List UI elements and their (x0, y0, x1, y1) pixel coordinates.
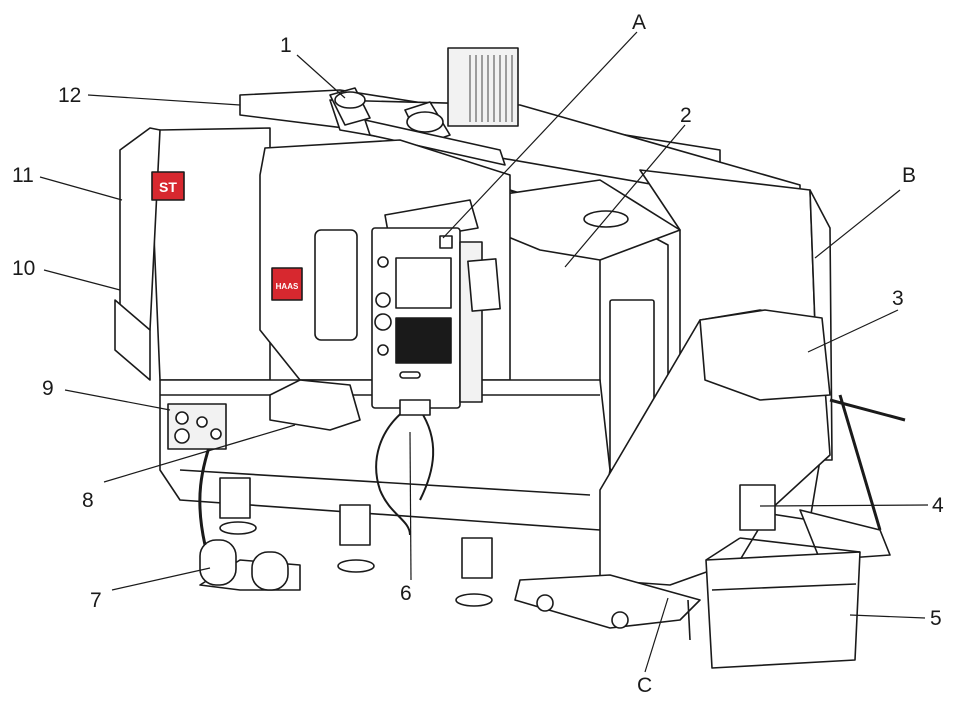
work-light-right (404, 101, 451, 146)
air-gun-holder (399, 399, 431, 416)
left-side-panel (119, 127, 161, 331)
foot-pedals (199, 539, 301, 591)
st-logo-text: ST (159, 179, 177, 195)
beacon-light (439, 235, 453, 249)
conveyor-hood (699, 309, 831, 401)
cooling-unit (447, 47, 519, 127)
callout-1: 1 (280, 34, 292, 57)
left-end-cap (114, 299, 151, 381)
haas-logo-text: HAAS (276, 282, 299, 291)
callout-9: 9 (42, 377, 54, 400)
left-control-buttons (174, 411, 222, 444)
callout-b: B (902, 164, 917, 187)
callout-11: 11 (12, 164, 34, 187)
work-light-left (329, 87, 371, 126)
callout-5: 5 (930, 607, 942, 630)
leveling-feet (219, 477, 493, 607)
main-door-window (314, 229, 358, 341)
st-logo (151, 171, 185, 201)
conveyor-motor (739, 484, 776, 531)
pendant-knobs (374, 256, 392, 356)
light-bracket (364, 119, 506, 166)
callout-8: 8 (82, 489, 94, 512)
air-gun-hose (419, 409, 435, 501)
callout-6: 6 (400, 582, 412, 605)
coil-cord (375, 409, 411, 536)
conveyor-base (514, 574, 701, 629)
callout-c: C (637, 674, 653, 697)
cooling-unit-vents (469, 55, 513, 122)
callout-3: 3 (892, 287, 904, 310)
caster-wheels (536, 594, 629, 629)
haas-logo (271, 267, 303, 301)
left-enclosure (149, 127, 271, 381)
callout-a: A (632, 11, 647, 34)
pendant-handle (399, 371, 421, 379)
callout-4: 4 (932, 494, 944, 517)
tool-tray (269, 379, 361, 431)
callout-2: 2 (680, 104, 692, 127)
pendant-screen (395, 257, 452, 309)
callout-10: 10 (12, 257, 36, 280)
callout-12: 12 (58, 84, 82, 107)
chip-bin (705, 551, 861, 669)
conveyor-leg (687, 599, 691, 641)
leader-lines (39, 31, 929, 673)
conveyor-handle (829, 394, 906, 531)
callout-7: 7 (90, 589, 102, 612)
pendant-keypad (395, 317, 452, 364)
left-control-box (167, 403, 227, 450)
manual-holder (467, 258, 501, 312)
